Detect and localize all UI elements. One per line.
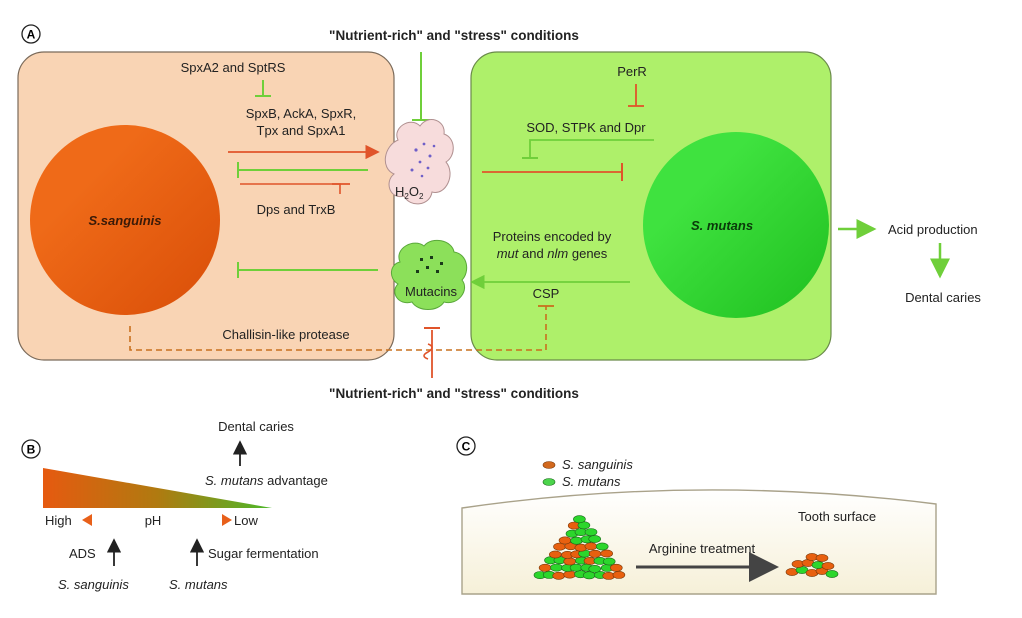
s-sanguinis-cell <box>30 125 220 315</box>
mutacins-label: Mutacins <box>405 284 458 299</box>
s-mutans-cell-label: S. mutans <box>691 218 753 233</box>
sanguinis-bacterium <box>612 571 626 579</box>
acid-production-label: Acid production <box>888 222 978 237</box>
ph-right-arrowhead <box>222 514 232 526</box>
mutans-bacterium <box>595 542 609 551</box>
proteins-line2: mut and nlm genes <box>497 246 608 261</box>
perr-label: PerR <box>617 64 647 79</box>
legend-sanguinis-label: S. sanguinis <box>562 457 633 472</box>
sanguinis-bacterium <box>548 550 562 559</box>
s-mutans-cell <box>643 132 829 318</box>
sanguinis-bacterium <box>558 536 572 545</box>
proteins-line1: Proteins encoded by <box>493 229 612 244</box>
mutans-bacterium <box>582 571 596 580</box>
mutans-bacterium <box>588 535 602 543</box>
sod-stpk-dpr-label: SOD, STPK and Dpr <box>526 120 646 135</box>
panel-c-letter-circle <box>456 436 476 456</box>
biofilm-after-treatment <box>785 553 839 578</box>
sanguinis-bacterium <box>563 570 577 579</box>
ph-left-arrowhead <box>82 514 92 526</box>
ph-gradient-triangle <box>43 468 272 508</box>
panel-c: C S. sanguinis S. mutans Tooth surface A… <box>456 436 937 595</box>
s-sanguinis-cell-label: S.sanguinis <box>89 213 162 228</box>
sanguinis-bacterium <box>563 557 577 566</box>
challisin-dashed-path <box>129 306 547 351</box>
mutans-bacterium <box>573 515 586 524</box>
panel-a: A "Nutrient-rich" and "stress" condition… <box>17 24 981 401</box>
panel-a-letter: A <box>27 28 36 42</box>
mutacins-cloud <box>391 239 468 310</box>
h2o2-label: H2O2 <box>395 184 424 201</box>
sugar-fermentation-label: Sugar fermentation <box>208 546 319 561</box>
mutans-bacterium <box>570 536 583 545</box>
legend-sanguinis-marker <box>542 461 556 469</box>
legend-mutans-label: S. mutans <box>562 474 621 489</box>
advantage-label: S. mutans advantage <box>205 473 328 488</box>
mutacins-particles <box>416 256 443 273</box>
panel-b-letter: B <box>27 443 36 457</box>
panel-b-s-sanguinis-label: S. sanguinis <box>58 577 129 592</box>
arginine-treatment-label: Arginine treatment <box>649 541 756 556</box>
legend-mutans-marker <box>542 478 556 486</box>
biofilm-before-treatment <box>533 515 626 580</box>
sanguinis-bacterium <box>815 554 829 562</box>
mutans-bacterium <box>584 528 598 536</box>
ph-label: pH <box>145 513 162 528</box>
spxb-genes-line1: SpxB, AckA, SpxR, <box>246 106 357 121</box>
bottom-stress-break <box>423 343 433 360</box>
panel-c-letter: C <box>462 440 471 454</box>
mutans-bacterium <box>569 563 583 572</box>
panel-b-dental-caries-label: Dental caries <box>218 419 294 434</box>
ph-low-label: Low <box>234 513 258 528</box>
mutans-bacterium <box>825 570 839 578</box>
sanguinis-bacterium <box>588 549 602 558</box>
h2o2-particles <box>410 142 436 178</box>
bottom-condition-label: "Nutrient-rich" and "stress" conditions <box>329 386 579 401</box>
sanguinis-bacterium <box>609 563 623 572</box>
dps-trxb-label: Dps and TrxB <box>257 202 336 217</box>
panel-a-dental-caries-label: Dental caries <box>905 290 981 305</box>
top-condition-label: "Nutrient-rich" and "stress" conditions <box>329 28 579 43</box>
sanguinis-bacterium <box>552 571 566 580</box>
panel-a-letter-circle <box>21 24 41 44</box>
sanguinis-bacterium <box>538 563 552 572</box>
sanguinis-bacterium <box>600 549 614 558</box>
csp-label: CSP <box>533 286 560 301</box>
ph-high-label: High <box>45 513 72 528</box>
mutans-bacterium <box>602 557 616 566</box>
sanguinis-bacterium <box>821 562 835 570</box>
ads-label: ADS <box>69 546 96 561</box>
panel-b: B Dental caries S. mutans advantage High… <box>21 419 328 592</box>
mutans-bacterium <box>550 563 563 572</box>
mutans-bacterium <box>588 565 602 573</box>
spxb-genes-line2: Tpx and SpxA1 <box>257 123 346 138</box>
tooth-surface-label: Tooth surface <box>798 509 876 524</box>
panel-b-letter-circle <box>21 439 41 459</box>
spxa2-sptrs-label: SpxA2 and SptRS <box>181 60 286 75</box>
sod-inhibition-line <box>529 139 654 158</box>
panel-b-s-mutans-label: S. mutans <box>169 577 228 592</box>
challisin-label: Challisin-like protease <box>222 327 349 342</box>
sanguinis-bacterium <box>584 542 598 551</box>
